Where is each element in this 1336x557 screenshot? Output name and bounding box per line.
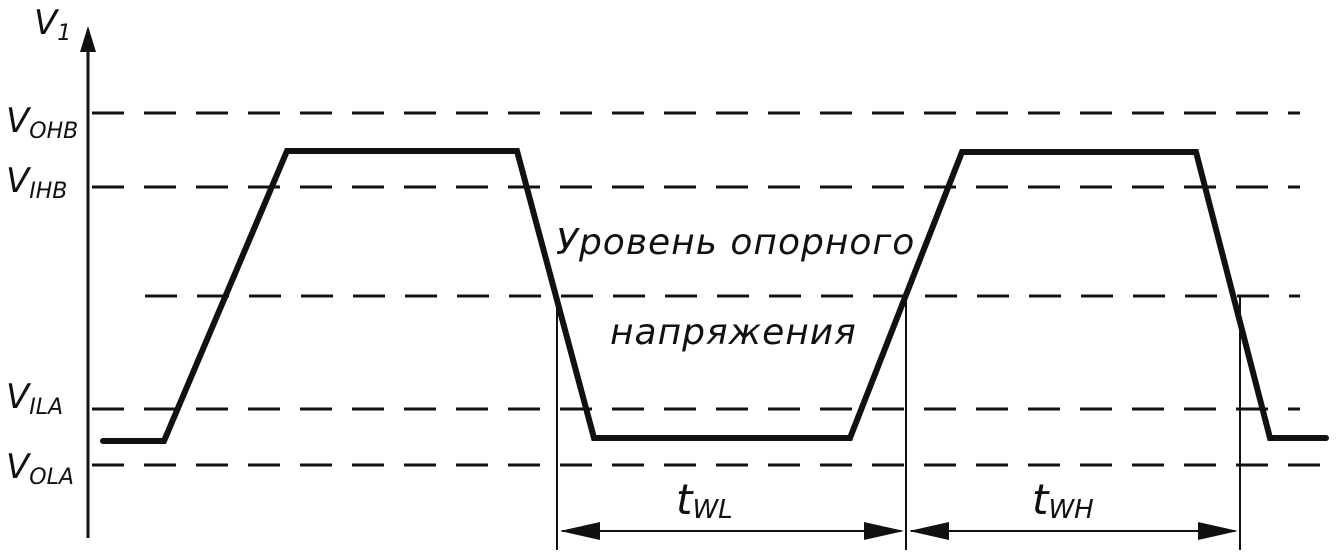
level-label-v-ohb: VOHB	[6, 101, 78, 144]
reference-label-line1: Уровень опорного	[556, 222, 915, 263]
arrowhead-right-icon	[864, 522, 904, 540]
y-axis-arrow-icon	[80, 26, 96, 52]
arrowhead-right-icon	[1198, 522, 1238, 540]
arrowhead-left-icon	[560, 522, 600, 540]
level-label-v-ihb: VIHB	[6, 161, 67, 204]
level-label-v-ila: VILA	[6, 377, 63, 420]
interval-label-t-wh: tWH	[1032, 475, 1094, 525]
signal-waveform	[100, 148, 1329, 444]
y-axis-label: V1	[34, 3, 71, 46]
level-label-v-ola: VOLA	[6, 447, 74, 490]
interval-label-t-wl: tWL	[676, 475, 733, 525]
reference-label-line2: напряжения	[610, 312, 857, 353]
arrowhead-left-icon	[909, 522, 949, 540]
